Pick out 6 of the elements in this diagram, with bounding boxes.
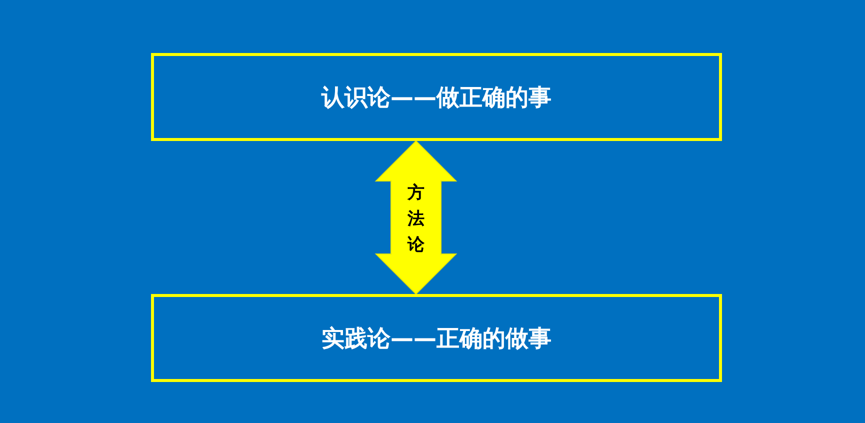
edge-label: 方法论 bbox=[406, 182, 426, 257]
box-text: 认识论——做正确的事 bbox=[322, 84, 552, 112]
double-arrow bbox=[374, 140, 458, 295]
text-box bbox=[151, 53, 722, 141]
text-box bbox=[151, 294, 722, 382]
box-text: 实践论——正确的做事 bbox=[322, 324, 552, 354]
